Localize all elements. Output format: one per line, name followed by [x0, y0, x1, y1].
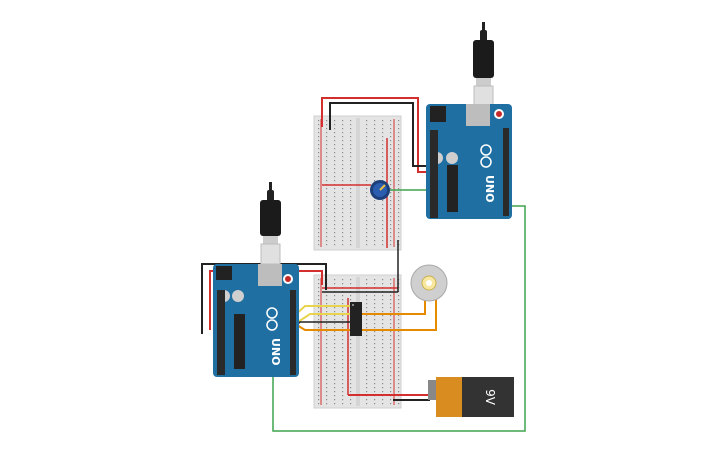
usb-plug-icon	[260, 182, 281, 265]
wire-green-long[interactable]	[272, 205, 526, 432]
usb-plug-icon	[473, 22, 494, 107]
battery-9v[interactable]: 9V	[428, 377, 514, 417]
wire-red-top[interactable]	[321, 97, 430, 173]
top-board-model-label: UNO	[483, 175, 496, 203]
arduino-board-top[interactable]: UNO	[426, 22, 512, 219]
dc-motor-icon[interactable]	[410, 264, 448, 302]
bottom-board-model-label: UNO	[269, 338, 282, 366]
motor-driver-ic-icon[interactable]	[350, 302, 362, 336]
breadboard-top[interactable]	[313, 115, 402, 251]
breadboard-bottom[interactable]	[313, 274, 402, 409]
wire-black-top[interactable]	[329, 102, 430, 167]
arduino-board-bottom[interactable]: UNO	[213, 182, 299, 377]
potentiometer-icon[interactable]	[370, 180, 390, 200]
battery-label: 9V	[483, 389, 497, 406]
wire-orange-2[interactable]	[360, 295, 426, 315]
